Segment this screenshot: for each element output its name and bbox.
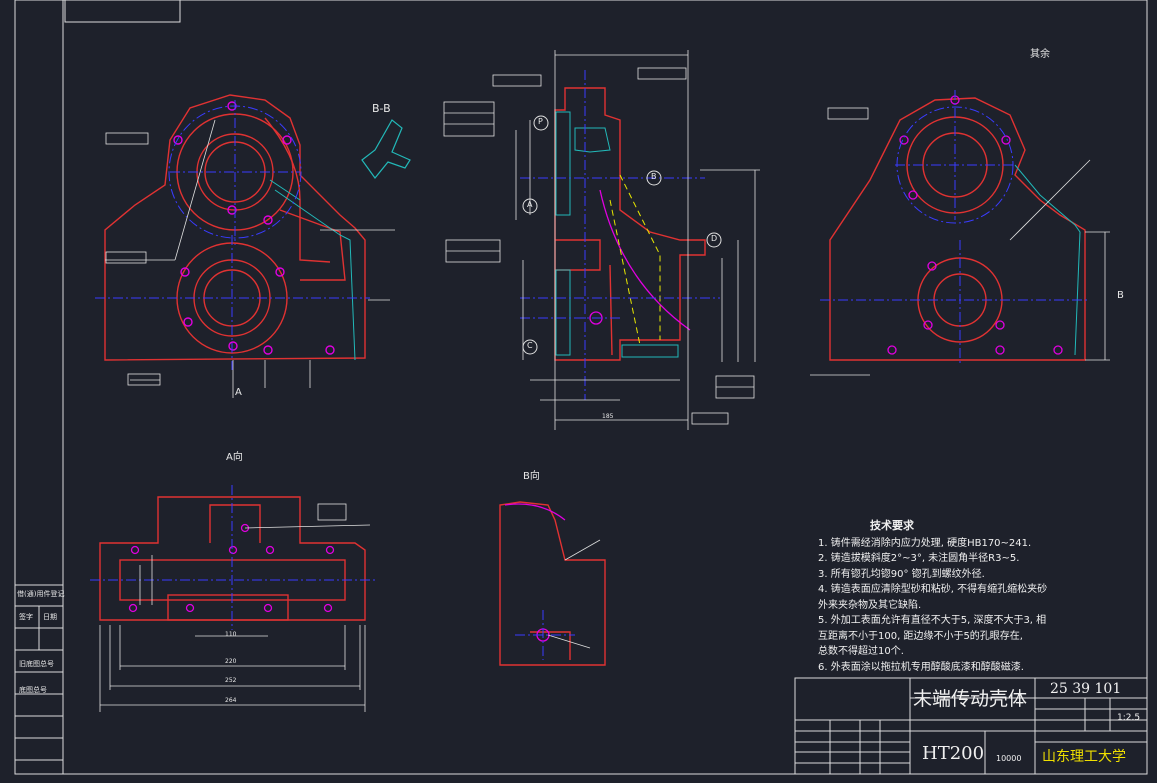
- dim-110: 110: [225, 631, 237, 638]
- tech-item-4: 4. 铸造表面应清除型砂和粘砂, 不得有缩孔缩松夹砂: [818, 584, 1048, 595]
- view-a: [90, 485, 375, 712]
- drawing-number: 25 39 101: [1050, 681, 1122, 697]
- dim-252: 252: [225, 677, 237, 684]
- datum-c-label: C: [527, 341, 533, 350]
- side-strip-label-date: 日期: [43, 613, 57, 621]
- arrow-b-label: B: [1117, 290, 1124, 301]
- scale-value: 1:2.5: [1117, 713, 1141, 723]
- tech-item-4b: 外来夹杂物及其它缺陷.: [818, 599, 922, 611]
- school-name: 山东理工大学: [1042, 749, 1126, 765]
- side-strip-label-sign: 签字: [19, 613, 33, 621]
- arrow-a-label: A: [235, 387, 242, 398]
- part-name: 末端传动壳体: [913, 688, 1028, 710]
- tech-item-5b: 互距离不小于100, 距边缘不小于5的孔眼存在,: [818, 630, 1023, 642]
- tech-item-6: 6. 外表面涂以拖拉机专用醇酸底漆和醇酸磁漆.: [818, 661, 1024, 673]
- front-view: [95, 94, 411, 398]
- tech-item-2: 2. 铸造拔模斜度2°~3°, 未注圆角半径R3~5.: [818, 553, 1020, 564]
- side-strip-label-3: 底图总号: [19, 686, 47, 694]
- dim-220: 220: [225, 658, 237, 665]
- tech-item-3: 3. 所有锪孔均锪90° 锪孔到螺纹外径.: [818, 568, 985, 580]
- tech-item-5c: 总数不得超过10个.: [818, 646, 904, 657]
- side-strip-label-2: 旧底图总号: [19, 660, 54, 668]
- tech-requirements: 技术要求 1. 铸件需经消除内应力处理, 硬度HB170~241. 2. 铸造拔…: [818, 518, 1047, 675]
- section-view: [443, 50, 760, 430]
- datum-p-label: P: [538, 117, 543, 126]
- side-strip-label-1: 借(通)用件登记: [17, 590, 65, 598]
- section-bb-label: B-B: [372, 102, 391, 115]
- title-block: [794, 677, 1148, 775]
- view-b-label: B向: [523, 471, 540, 482]
- datum-a-label: A: [527, 200, 533, 209]
- quantity: 10000: [996, 754, 1022, 763]
- dim-185: 185: [602, 413, 614, 420]
- sheet-border: [14, 0, 1148, 775]
- datum-d-label: D: [711, 234, 718, 243]
- datum-b-label: B: [651, 172, 657, 181]
- view-b: [499, 501, 606, 666]
- rest-roughness-label: 其余: [1030, 49, 1050, 60]
- rear-view: [810, 90, 1110, 376]
- view-a-label: A向: [226, 452, 243, 463]
- dim-264: 264: [225, 697, 237, 704]
- tech-item-1: 1. 铸件需经消除内应力处理, 硬度HB170~241.: [818, 537, 1032, 549]
- side-strip-grid: [15, 584, 63, 761]
- tech-item-5: 5. 外加工表面允许有直径不大于5, 深度不大于3, 相: [818, 615, 1047, 626]
- tech-requirements-title: 技术要求: [870, 519, 914, 532]
- material: HT200: [922, 743, 985, 764]
